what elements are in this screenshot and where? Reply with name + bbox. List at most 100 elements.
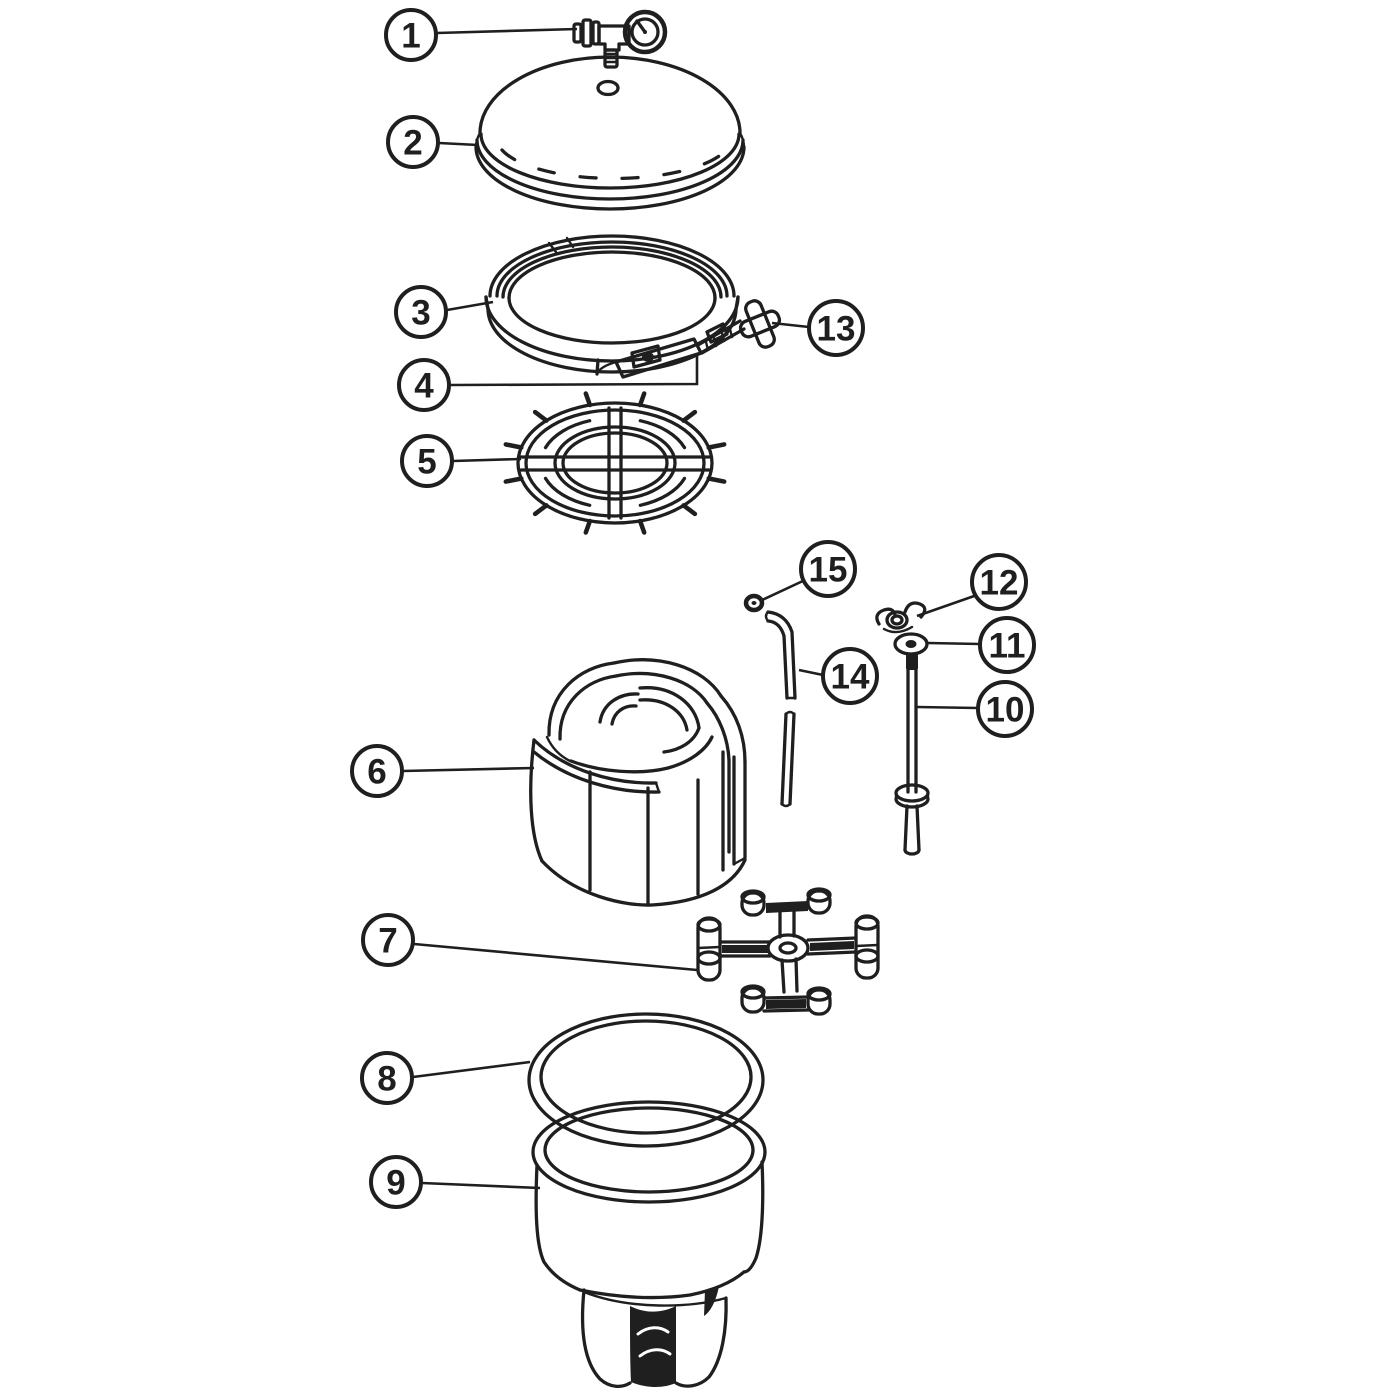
part-filter-grid-element-shape [638, 686, 701, 730]
part-clamp-bolt-knob-shape-shape [738, 309, 782, 339]
leader-line [916, 705, 979, 710]
part-top-grid-wheel-shape [706, 476, 727, 484]
leader-line [759, 578, 806, 603]
part-filter-tank-shape [578, 1270, 746, 1300]
callout-number: 9 [386, 1164, 405, 1203]
part-dome-lid-shape [738, 131, 746, 149]
part-bottom-manifold-cross-shape [794, 957, 799, 993]
callout-number: 1 [401, 17, 420, 56]
part-filter-grid-element-shape [612, 658, 723, 698]
part-clamp-ring-shape [507, 250, 717, 300]
part-top-grid-wheel-shape [553, 425, 677, 501]
part-filter-tank-shape [630, 1306, 676, 1387]
callout-12: 12 [916, 553, 1028, 618]
part-bottom-manifold-cross-shape [806, 887, 832, 903]
part-clamp-bolt-knob-shape [704, 340, 710, 352]
part-bottom-manifold-cross-shape [740, 986, 766, 1014]
part-bottom-manifold-cross-shape [854, 915, 880, 931]
part-top-grid-wheel-shape [532, 503, 549, 517]
part-top-grid-wheel-shape [583, 518, 593, 535]
part-filter-grid-element-shape [569, 759, 670, 774]
part-dome-lid-shape [596, 79, 620, 97]
leader-line [412, 1060, 531, 1079]
leader-line [421, 1181, 541, 1190]
leader-line [446, 300, 494, 312]
part-clamp-band-shape [642, 352, 654, 362]
part-filter-grid-element-shape [558, 674, 618, 741]
part-bottom-manifold-cross-shape [854, 943, 880, 948]
callout-number: 13 [817, 310, 856, 349]
part-clamp-bolt-knob-shape [705, 322, 729, 344]
callout-5: 5 [400, 434, 522, 488]
part-filter-tank-shape [638, 1348, 672, 1358]
leader-line [449, 353, 699, 387]
callout-number: 15 [809, 551, 848, 590]
part-top-grid-wheel-shape [524, 408, 706, 518]
part-top-grid-wheel-shape [503, 476, 524, 484]
part-filter-grid-element-shape [666, 735, 714, 770]
part-small-oring [743, 593, 765, 613]
part-clamp-band-shape [630, 344, 662, 369]
part-top-grid-wheel-shape [583, 391, 593, 408]
leader-line [452, 457, 522, 463]
part-clamp-bolt-knob-shape [696, 319, 742, 347]
part-bottom-manifold-cross-shape [766, 933, 810, 963]
part-filter-tank [531, 1100, 767, 1388]
part-top-grid-wheel-shape [532, 409, 549, 423]
callout-circle [360, 1051, 414, 1105]
leader-line [413, 942, 698, 972]
part-bottom-manifold-cross-shape [806, 988, 832, 1016]
part-filter-grid-element-shape [654, 781, 661, 794]
leader-line [436, 27, 578, 35]
part-standpipe-shape [903, 848, 921, 856]
callout-circle [970, 553, 1028, 611]
part-filter-grid-element-shape [610, 704, 638, 726]
part-top-grid-wheel-shape [503, 442, 524, 450]
callout-number: 14 [831, 658, 870, 697]
part-top-grid-wheel-shape [543, 419, 592, 450]
part-bottom-manifold-cross-shape [740, 889, 766, 905]
part-clamp-ring-shape [507, 296, 717, 345]
part-bottom-manifold-cross-shape [778, 941, 798, 955]
part-clamp-ring-shape [488, 234, 736, 298]
part-standpipe-shape [906, 654, 918, 670]
part-filter-grid-element-shape [614, 671, 709, 705]
part-washer-shape [893, 632, 929, 656]
callout-1: 1 [384, 8, 578, 62]
part-top-grid-wheel-shape [638, 419, 687, 450]
part-bottom-manifold-cross-shape [810, 941, 854, 951]
leader-line [916, 593, 978, 618]
part-wing-nut-shape [875, 607, 897, 626]
part-bottom-manifold-cross-shape [762, 1008, 810, 1013]
part-top-grid-wheel-shape [516, 401, 714, 525]
part-air-bleed-tube-shape [780, 802, 792, 808]
callout-circle [400, 434, 454, 488]
part-bottom-manifold-cross-shape [740, 984, 766, 1000]
part-top-grid-wheel-shape [637, 518, 647, 535]
part-clamp-ring-shape [565, 236, 575, 249]
part-filter-tank-shape [543, 1106, 755, 1194]
part-bottom-manifold-cross-shape [766, 901, 808, 913]
part-clamp-ring-shape [734, 295, 740, 311]
part-pressure-gauge-assembly-shape [622, 9, 668, 55]
part-bottom-manifold-cross-shape [806, 950, 858, 956]
part-filter-tank-shape [534, 1163, 582, 1292]
callout-8: 8 [360, 1051, 531, 1105]
part-bottom-manifold-cross-shape [780, 958, 786, 994]
callout-14: 14 [798, 647, 879, 705]
callout-number: 4 [414, 367, 434, 406]
part-bottom-manifold-cross-shape [696, 950, 722, 966]
part-top-grid-wheel-shape [637, 391, 647, 408]
part-air-bleed-tube-shape [780, 712, 788, 806]
callout-number: 11 [989, 627, 1026, 666]
part-clamp-ring-shape [495, 240, 729, 298]
part-filter-grid-element-shape [705, 701, 731, 762]
part-small-oring-shape [751, 601, 757, 605]
part-filter-grid-element [529, 658, 747, 907]
part-filter-grid-element-shape [662, 726, 701, 754]
callout-circle [394, 285, 448, 339]
diagram-artwork [474, 9, 930, 1388]
